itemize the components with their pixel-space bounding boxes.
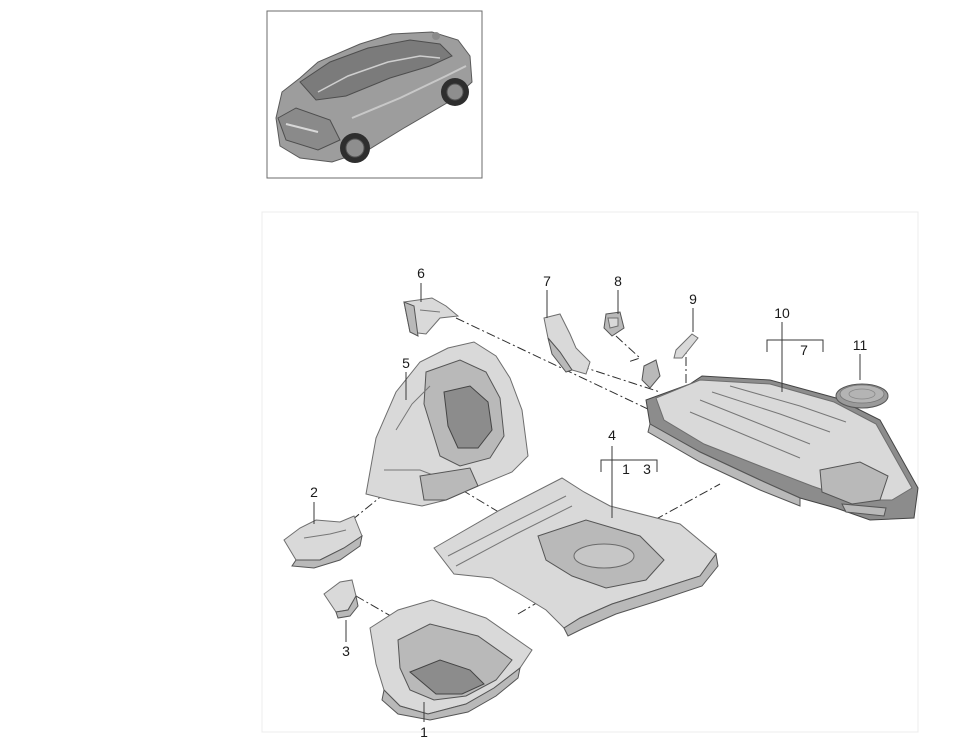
callout-10: 10 (774, 305, 790, 321)
callout-labels: 1 2 3 4 1 3 5 6 7 8 9 10 7 11 (310, 265, 867, 740)
part-9-clip (673, 333, 699, 359)
callout-2: 2 (310, 484, 318, 500)
callout-9: 9 (689, 291, 697, 307)
callout-6: 6 (417, 265, 425, 281)
assembly-line-5-4 (461, 489, 503, 515)
part-6-bracket (403, 297, 460, 337)
section-frame (261, 211, 919, 733)
bracket-4 (600, 459, 658, 472)
callout-11: 11 (853, 337, 868, 353)
assembly-line-2-5 (351, 493, 385, 521)
part-5-wheel-housing (365, 341, 529, 507)
part-8-bracket (603, 311, 661, 389)
assembly-line-4-10 (639, 483, 721, 529)
part-10-rear-floor (645, 375, 919, 521)
callout-3: 3 (342, 643, 350, 659)
callout-10-sub: 7 (800, 342, 808, 358)
part-1-spare-well (369, 599, 533, 721)
callout-5: 5 (402, 355, 410, 371)
vehicle-thumbnail (266, 10, 483, 179)
callout-4-sub-a: 1 (622, 461, 630, 477)
part-3-clip (323, 579, 359, 619)
callout-7: 7 (543, 273, 551, 289)
assembly-line-3-1 (355, 595, 409, 627)
leader-lines (313, 283, 861, 722)
part-4-floor-panel (433, 477, 719, 637)
callout-4: 4 (608, 427, 616, 443)
callout-1: 1 (420, 724, 428, 740)
bracket-10 (766, 339, 824, 352)
car-illustration (275, 31, 473, 163)
assembly-line-7-10 (579, 365, 661, 393)
assembly-line-8 (615, 335, 641, 363)
part-7-strut (543, 313, 591, 375)
part-2-bracket (283, 515, 363, 569)
callout-4-sub-b: 3 (643, 461, 651, 477)
callout-8: 8 (614, 273, 622, 289)
assembly-line-6-10 (455, 317, 651, 411)
part-11-cap (835, 383, 889, 409)
